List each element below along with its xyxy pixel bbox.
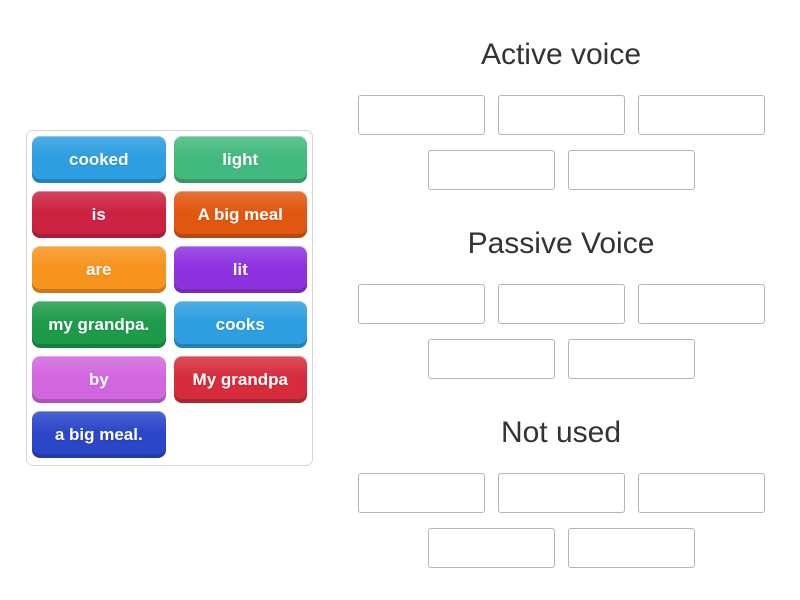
slot-row (357, 95, 765, 135)
drop-slot-passive-2[interactable] (497, 284, 625, 324)
slot-row (427, 528, 695, 568)
drop-slot-notused-5[interactable] (567, 528, 695, 568)
word-tile-are[interactable]: are (32, 246, 166, 293)
drop-slot-passive-3[interactable] (637, 284, 765, 324)
group-title-not-used: Not used (500, 416, 622, 449)
drop-slot-passive-5[interactable] (567, 339, 695, 379)
slot-row (357, 473, 765, 513)
group-title-passive-voice: Passive Voice (467, 227, 655, 260)
drop-slot-active-3[interactable] (637, 95, 765, 135)
word-tile-by[interactable]: by (32, 356, 166, 403)
slot-row (357, 284, 765, 324)
group-title-active-voice: Active voice (480, 38, 642, 71)
drop-slot-active-2[interactable] (497, 95, 625, 135)
word-tile-cooked[interactable]: cooked (32, 136, 166, 183)
word-tile-lit[interactable]: lit (173, 246, 307, 293)
word-tile-a-big-meal[interactable]: A big meal (173, 191, 307, 238)
drop-slot-notused-1[interactable] (357, 473, 485, 513)
drop-slot-active-5[interactable] (567, 150, 695, 190)
group-passive-voice: Passive Voice (357, 227, 765, 379)
drop-slot-notused-3[interactable] (637, 473, 765, 513)
drop-slot-passive-1[interactable] (357, 284, 485, 324)
word-tile-cooks[interactable]: cooks (173, 301, 307, 348)
slot-row (427, 150, 695, 190)
word-tile-my-grandpa-period[interactable]: my grandpa. (32, 301, 166, 348)
drop-slot-passive-4[interactable] (427, 339, 555, 379)
drop-slot-notused-4[interactable] (427, 528, 555, 568)
word-tile-is[interactable]: is (32, 191, 166, 238)
tile-tray: cooked light is A big meal are lit my gr… (26, 130, 313, 466)
word-tile-light[interactable]: light (173, 136, 307, 183)
drop-slot-active-4[interactable] (427, 150, 555, 190)
sorting-board: Active voice Passive Voice (346, 38, 776, 568)
word-tile-my-grandpa[interactable]: My grandpa (173, 356, 307, 403)
drop-slot-active-1[interactable] (357, 95, 485, 135)
slot-row (427, 339, 695, 379)
word-tile-a-big-meal-period[interactable]: a big meal. (32, 411, 166, 458)
group-not-used: Not used (357, 416, 765, 568)
drop-slot-notused-2[interactable] (497, 473, 625, 513)
group-active-voice: Active voice (357, 38, 765, 190)
